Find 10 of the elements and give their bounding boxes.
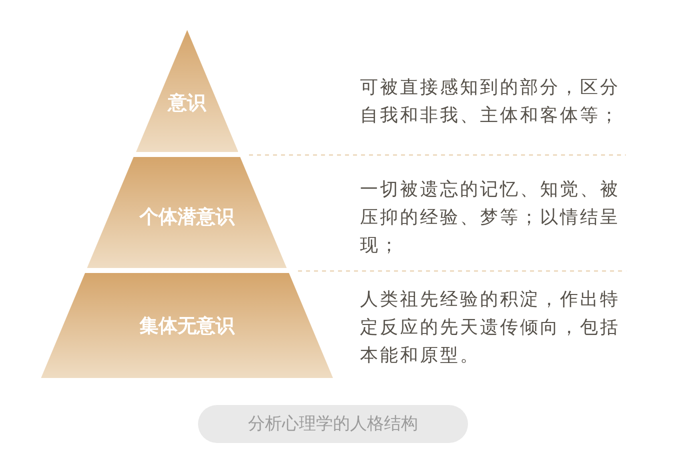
description-text: 人类祖先经验的积淀，作出特定反应的先天遗传倾向，包括本能和原型。 <box>360 288 621 368</box>
caption: 分析心理学的人格结构 <box>198 405 468 443</box>
pyramid-tier <box>136 30 238 152</box>
pyramid-tier <box>87 157 287 268</box>
pyramid-tier <box>41 273 333 378</box>
description-text: 一切被遗忘的记忆、知觉、被压抑的经验、梦等；以情结呈现； <box>360 178 621 258</box>
tier-label: 集体无意识 <box>140 315 234 339</box>
tier-label: 意识 <box>168 92 206 116</box>
description-text: 可被直接感知到的部分，区分自我和非我、主体和客体等； <box>360 76 621 128</box>
tier-label: 个体潜意识 <box>139 206 234 230</box>
